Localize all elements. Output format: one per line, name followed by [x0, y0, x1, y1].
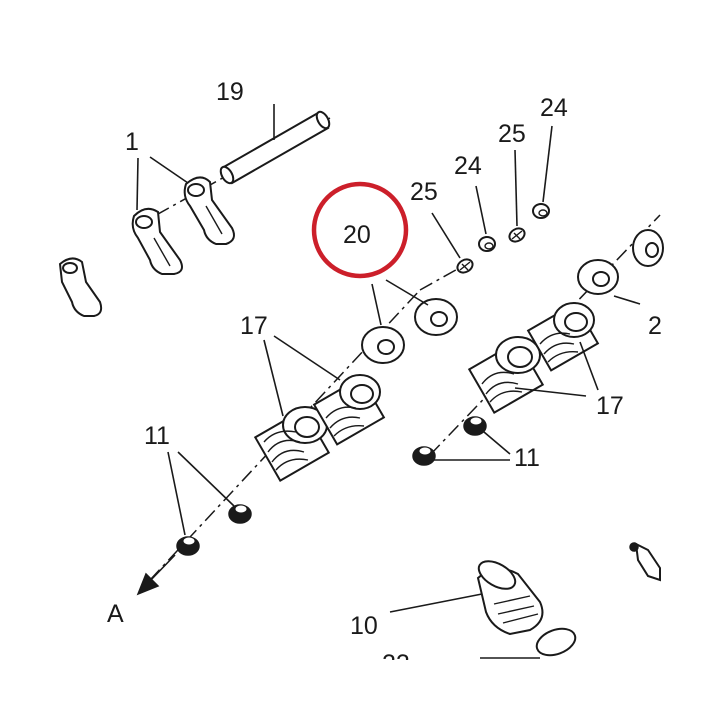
label-springs-right: 17: [596, 392, 624, 420]
rocker-shaft: [219, 110, 331, 185]
partial-fitting-right: [629, 542, 661, 582]
label-washer-right: 2: [648, 312, 662, 340]
label-plug: 10: [350, 612, 378, 640]
seal-left-upper: [228, 504, 252, 524]
cap-mid: [478, 236, 496, 252]
label-cotter-top: 25: [498, 120, 526, 148]
washer-left-lower: [361, 326, 405, 364]
label-cap-mid: 24: [454, 152, 482, 180]
washer-right-partial: [632, 229, 664, 267]
spring-right-inner: [526, 302, 600, 372]
rocker-arm-partial: [58, 257, 103, 317]
label-arrow: A: [107, 600, 124, 628]
direction-arrow: [136, 554, 176, 596]
cotter-mid: [456, 258, 474, 274]
rocker-arm-rear: [183, 176, 235, 245]
spring-left-outer: [253, 406, 331, 483]
cotter-top: [508, 227, 526, 243]
label-shaft: 19: [216, 78, 244, 106]
rocker-arm-front: [131, 207, 183, 275]
label-washer-left: 20: [343, 221, 371, 249]
part-labels: 19 1 20 25 24 25 24 17 17 11 11 10 A 2 2…: [107, 78, 662, 678]
washer-left-upper: [414, 298, 458, 336]
label-seals-left: 11: [144, 422, 170, 450]
label-rocker-arm: 1: [125, 128, 139, 156]
label-seals-right: 11: [514, 444, 540, 472]
highlight-circle: [311, 181, 409, 279]
plug-fitting: [476, 560, 577, 657]
seal-right-upper: [463, 416, 487, 436]
seal-left-lower: [176, 536, 200, 556]
spring-right-outer: [467, 336, 545, 415]
label-cap-top: 24: [540, 94, 568, 122]
cap-top: [532, 203, 550, 219]
leader-lines: [136, 104, 641, 659]
bottom-crop-mask: [370, 660, 570, 720]
label-springs-left: 17: [240, 312, 268, 340]
seal-right-lower: [412, 446, 436, 466]
washer-right: [577, 259, 619, 295]
spring-left-inner: [312, 374, 386, 446]
label-cotter-mid: 25: [410, 178, 438, 206]
